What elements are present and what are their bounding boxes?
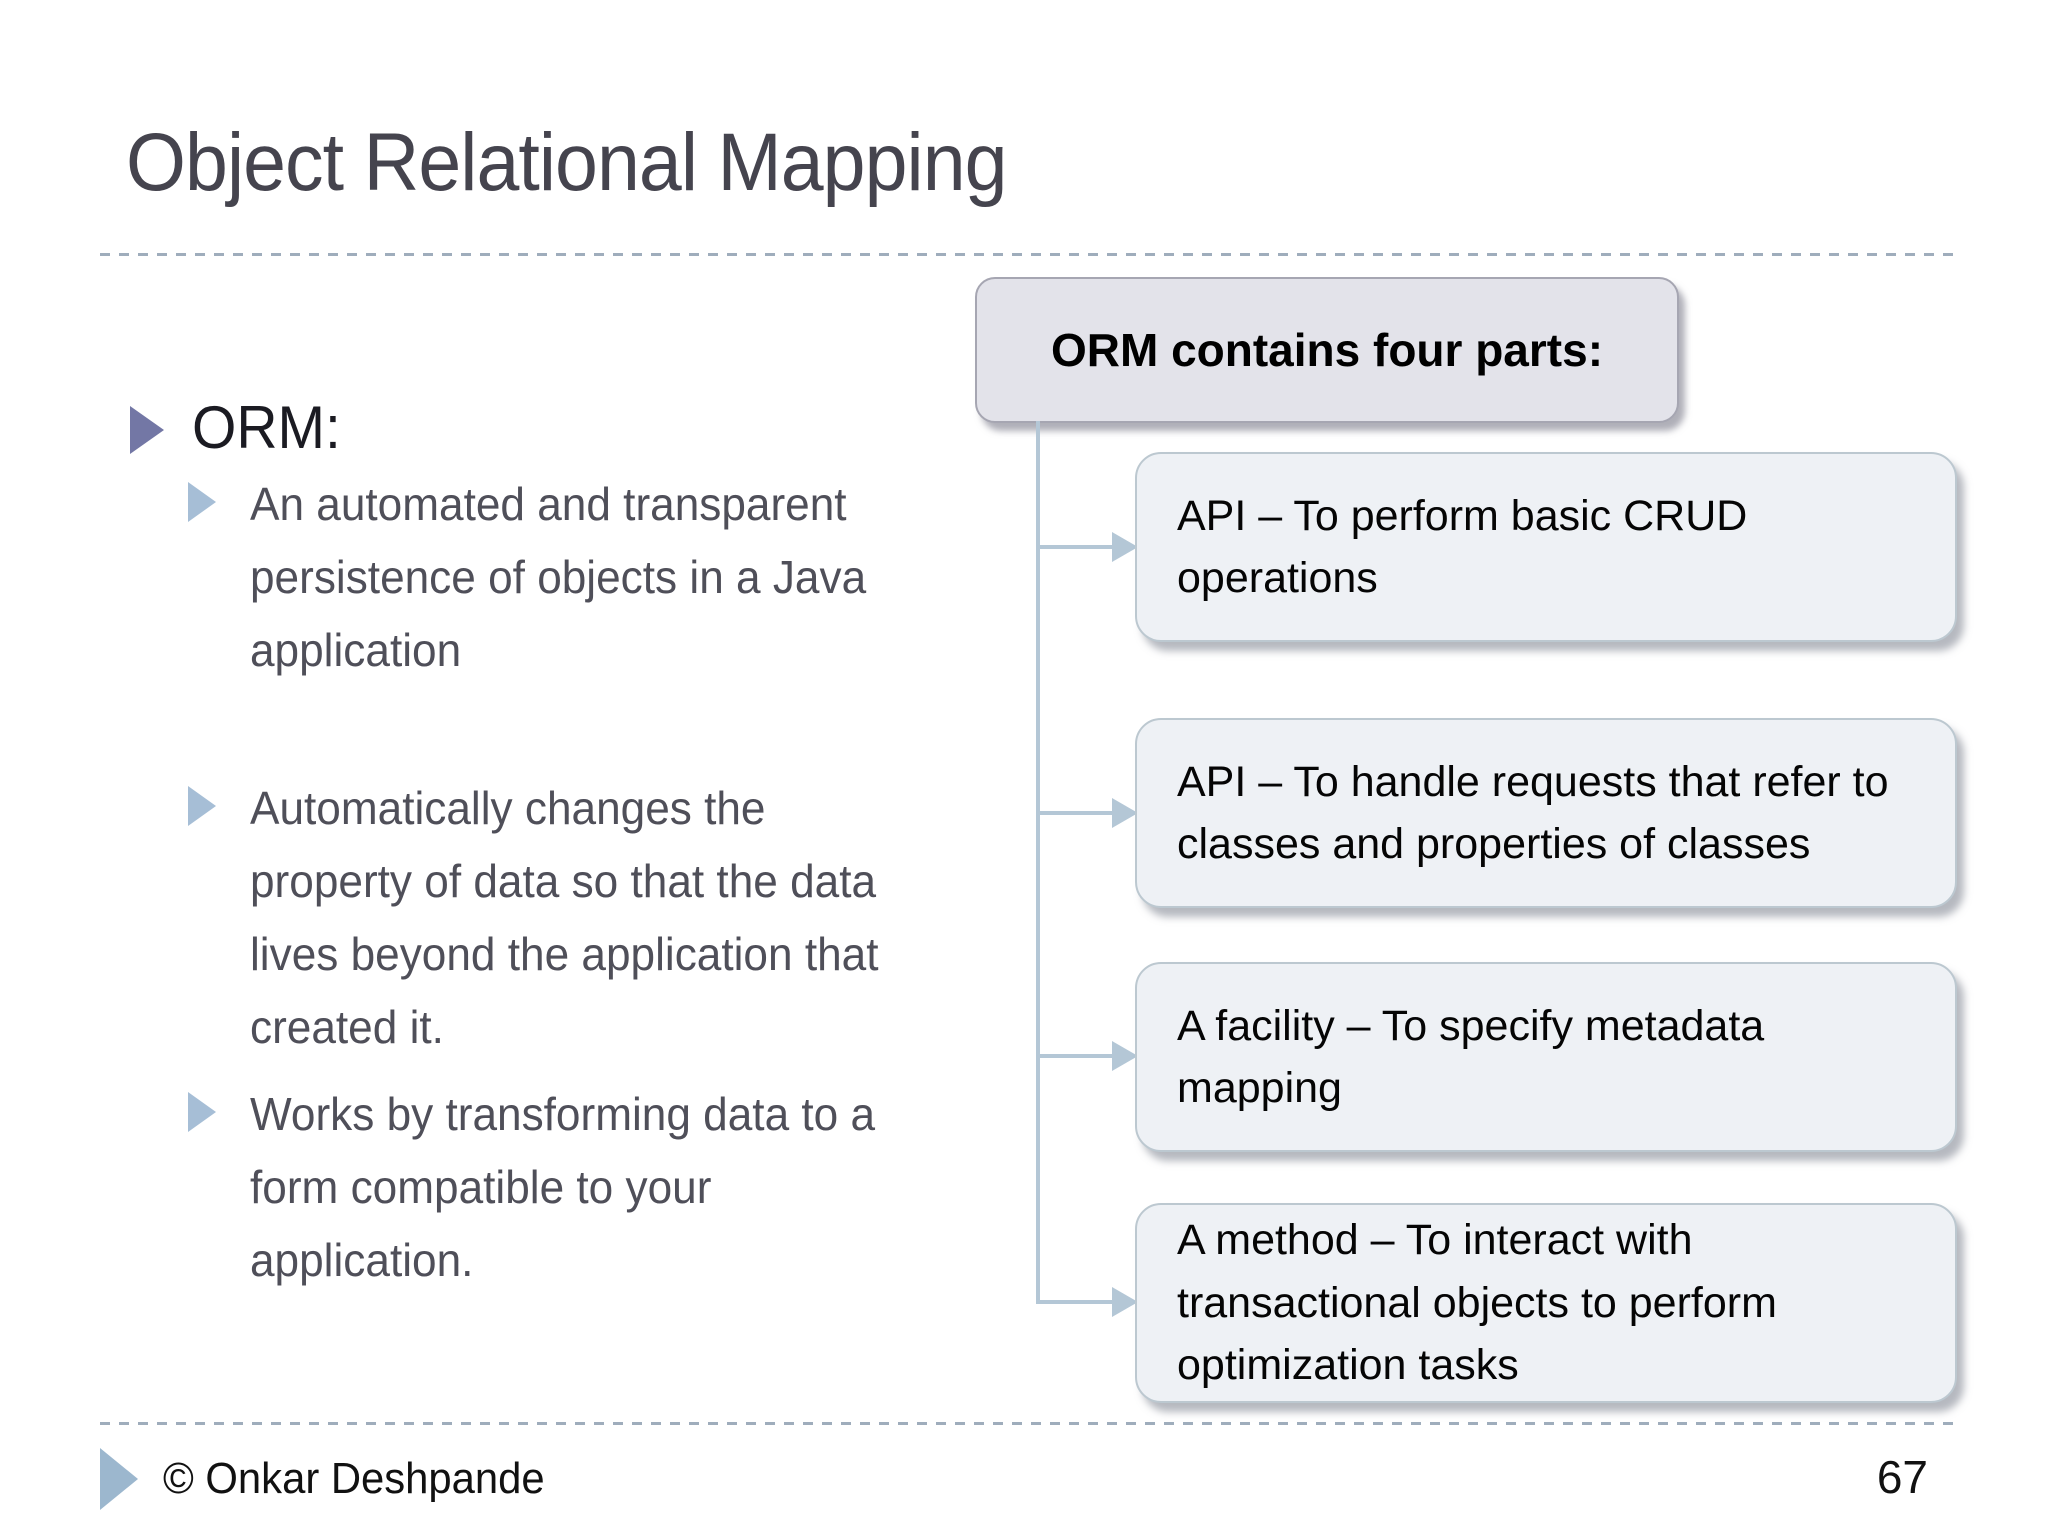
diagram-part-box-method-transactional: A method – To interact with transactiona… [1135, 1203, 1957, 1403]
page-number: 67 [1876, 1451, 1928, 1503]
arrow-right-icon [1112, 1041, 1138, 1071]
arrow-right-icon [1112, 798, 1138, 828]
diagram-arrow-connector [1036, 1287, 1138, 1317]
bullet-item-changes-property: Automatically changes the property of da… [188, 772, 958, 1064]
diagram-arrow-connector [1036, 532, 1138, 562]
diagram-vertical-connector [1036, 421, 1040, 1304]
title-separator-dashed-line [100, 253, 1956, 256]
bullet-heading-label: ORM: [192, 394, 341, 461]
diagram-arrow-connector [1036, 1041, 1138, 1071]
bullet-item-transforming-data: Works by transforming data to a form com… [188, 1078, 958, 1297]
diagram-part-box-facility-metadata: A facility – To specify metadata mapping [1135, 962, 1957, 1152]
footer-copyright: © Onkar Deshpande [163, 1454, 545, 1503]
diagram-part-box-api-crud: API – To perform basic CRUD operations [1135, 452, 1957, 642]
triangle-right-icon [188, 786, 216, 826]
slide-title: Object Relational Mapping [126, 117, 1008, 208]
triangle-right-icon [188, 482, 216, 522]
bullet-item-automated-persistence: An automated and transparent persistence… [188, 468, 958, 687]
triangle-right-icon [100, 1448, 138, 1510]
bullet-text: An automated and transparent persistence… [250, 478, 867, 676]
arrow-right-icon [1112, 532, 1138, 562]
diagram-part-box-api-requests: API – To handle requests that refer to c… [1135, 718, 1957, 908]
triangle-right-icon [130, 406, 164, 454]
bullet-text: Automatically changes the property of da… [250, 782, 879, 1053]
bullet-item-orm: ORM: [130, 398, 349, 458]
diagram-header-box: ORM contains four parts: [975, 277, 1679, 423]
arrow-right-icon [1112, 1287, 1138, 1317]
bullet-text: Works by transforming data to a form com… [250, 1088, 876, 1286]
footer-separator-dashed-line [100, 1422, 1956, 1425]
diagram-arrow-connector [1036, 798, 1138, 828]
triangle-right-icon [188, 1092, 216, 1132]
